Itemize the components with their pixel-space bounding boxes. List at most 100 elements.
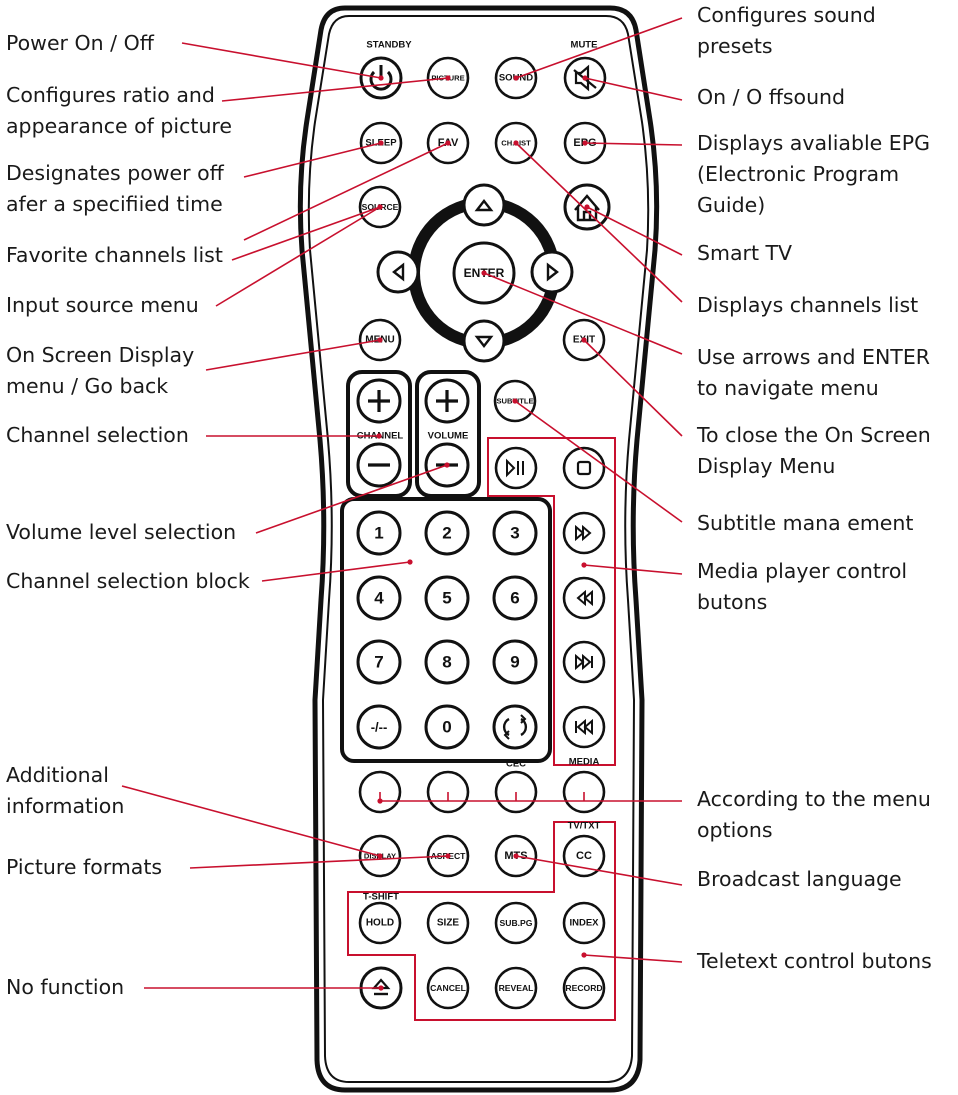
volume-group-frame bbox=[415, 370, 481, 498]
digit-button-7-label: 7 bbox=[374, 653, 383, 672]
index-button[interactable]: INDEX bbox=[562, 901, 606, 945]
nav-up-button-shape bbox=[462, 183, 506, 227]
subpg-button-shape bbox=[494, 901, 538, 945]
left-callout-11: Picture formats bbox=[6, 852, 162, 883]
line-mts bbox=[515, 855, 683, 886]
left-callout-4-line-1: Favorite channels list bbox=[6, 243, 223, 267]
record-button[interactable]: RECORD bbox=[562, 966, 606, 1010]
digit-button-3[interactable]: 3 bbox=[492, 510, 538, 556]
digit-button-dash[interactable]: -/-- bbox=[356, 704, 402, 750]
right-callout-9-line-1: Media player control bbox=[697, 559, 908, 583]
line-epg bbox=[584, 142, 683, 146]
recall-button[interactable] bbox=[492, 704, 538, 750]
left-callout-3-line-1: Designates power off bbox=[6, 161, 224, 185]
size-button-shape bbox=[426, 901, 470, 945]
right-callout-11: Broadcast language bbox=[697, 864, 902, 895]
line-mts-dot bbox=[513, 853, 519, 859]
right-callout-3-line-1: Displays avaliable EPG bbox=[697, 131, 931, 155]
media-label: MEDIA bbox=[569, 757, 600, 768]
digit-button-8[interactable]: 8 bbox=[424, 639, 470, 685]
channel-down-button[interactable] bbox=[356, 442, 402, 488]
arrow-down-icon bbox=[474, 335, 494, 348]
left-callout-1-line-1: Power On / Off bbox=[6, 31, 154, 55]
nav-left-button[interactable] bbox=[376, 250, 420, 294]
right-callout-12-line-1: Teletext control butons bbox=[697, 949, 932, 973]
play-pause-icon bbox=[506, 458, 516, 478]
stop-button[interactable] bbox=[562, 446, 606, 490]
line-epg-dot bbox=[582, 140, 588, 146]
digit-button-8-label: 8 bbox=[442, 653, 451, 672]
right-callout-11-line-1: Broadcast language bbox=[697, 867, 902, 891]
cec-label: CEC bbox=[506, 759, 526, 770]
nav-right-button[interactable] bbox=[530, 250, 574, 294]
power-icon bbox=[369, 70, 393, 91]
left-callout-8: Volume level selection bbox=[6, 517, 236, 548]
line-exit bbox=[583, 339, 683, 437]
line-picture-dot bbox=[445, 75, 451, 81]
teletext-group-frame bbox=[347, 821, 616, 1021]
rewind-button[interactable] bbox=[562, 576, 606, 620]
tshift-label: T-SHIFT bbox=[363, 892, 399, 903]
right-callout-4: Smart TV bbox=[697, 238, 792, 269]
cancel-button-shape bbox=[426, 966, 470, 1010]
subpg-button-label: SUB.PG bbox=[500, 918, 533, 928]
right-callout-10-line-2: options bbox=[697, 818, 773, 842]
line-aspect-dot bbox=[445, 853, 451, 859]
mute-label: MUTE bbox=[571, 40, 598, 51]
fast-forward-button[interactable] bbox=[562, 511, 606, 555]
size-button[interactable]: SIZE bbox=[426, 901, 470, 945]
index-button-label: INDEX bbox=[569, 918, 599, 929]
previous-track-icon bbox=[576, 718, 593, 736]
line-enter-dot bbox=[481, 270, 487, 276]
previous-button[interactable] bbox=[562, 705, 606, 749]
recall-arrows bbox=[503, 714, 527, 740]
arrow-right-icon bbox=[546, 262, 559, 282]
next-button[interactable] bbox=[562, 640, 606, 684]
line-home bbox=[586, 206, 683, 256]
tvtxt-label: TV/TXT bbox=[568, 821, 601, 832]
line-sleep bbox=[243, 142, 382, 178]
digit-button-7[interactable]: 7 bbox=[356, 639, 402, 685]
nav-down-button[interactable] bbox=[462, 319, 506, 363]
digit-button-2[interactable]: 2 bbox=[424, 510, 470, 556]
left-callout-7-line-1: Channel selection bbox=[6, 423, 189, 447]
digit-button-1-shape bbox=[356, 510, 402, 556]
digit-button-4[interactable]: 4 bbox=[356, 575, 402, 621]
left-callout-2-line-1: Configures ratio and bbox=[6, 83, 215, 107]
hold-button[interactable]: HOLD bbox=[358, 901, 402, 945]
line-enter bbox=[483, 272, 683, 355]
right-callout-7-line-2: Display Menu bbox=[697, 454, 836, 478]
digit-button-3-label: 3 bbox=[510, 524, 519, 543]
channel-up-button[interactable] bbox=[356, 378, 402, 424]
nav-right-button-shape bbox=[530, 250, 574, 294]
reveal-button[interactable]: REVEAL bbox=[494, 966, 538, 1010]
line-source bbox=[231, 206, 381, 261]
digit-button-9[interactable]: 9 bbox=[492, 639, 538, 685]
nav-up-button[interactable] bbox=[462, 183, 506, 227]
digit-button-0[interactable]: 0 bbox=[424, 704, 470, 750]
right-callout-12: Teletext control butons bbox=[697, 946, 932, 977]
right-callout-6-line-2: to navigate menu bbox=[697, 376, 879, 400]
cancel-button[interactable]: CANCEL bbox=[426, 966, 470, 1010]
digit-button-1[interactable]: 1 bbox=[356, 510, 402, 556]
line-display bbox=[121, 785, 381, 857]
play-pause-button[interactable] bbox=[494, 446, 538, 490]
line-sound bbox=[515, 17, 683, 79]
right-callout-4-line-1: Smart TV bbox=[697, 241, 793, 265]
line-display-dot bbox=[377, 853, 383, 859]
right-callout-9-line-2: butons bbox=[697, 590, 768, 614]
reveal-button-shape bbox=[494, 966, 538, 1010]
digit-button-6[interactable]: 6 bbox=[492, 575, 538, 621]
subpg-button[interactable]: SUB.PG bbox=[494, 901, 538, 945]
stop-button-shape bbox=[562, 446, 606, 490]
line-power-dot bbox=[378, 75, 384, 81]
right-callout-2: On / O ffsound bbox=[697, 82, 845, 113]
digit-button-5[interactable]: 5 bbox=[424, 575, 470, 621]
volume-up-button[interactable] bbox=[424, 378, 470, 424]
